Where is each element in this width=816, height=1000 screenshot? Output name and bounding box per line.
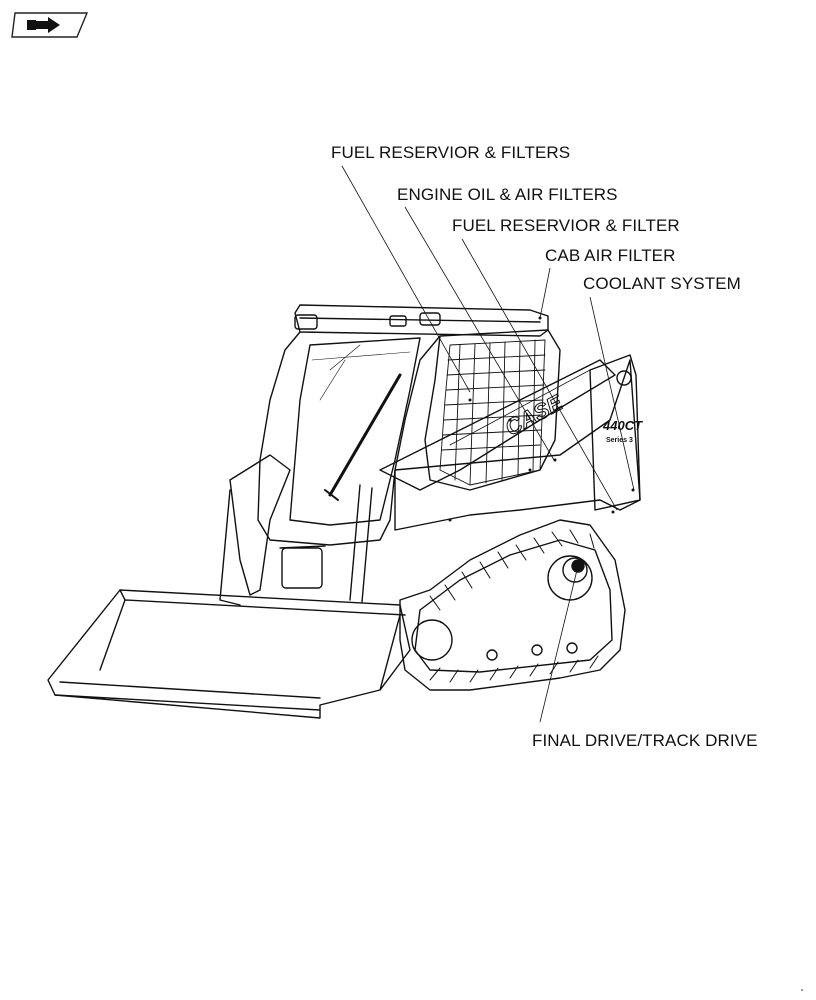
rivet-dots <box>448 316 635 522</box>
engine-box <box>281 547 323 589</box>
leader-fuel-reservoir-filters <box>341 165 471 393</box>
leader-fuel-reservoir-filter <box>461 238 618 511</box>
chassis-body <box>394 359 641 531</box>
rear-tower <box>589 354 641 511</box>
callout-final-drive-track-drive: FINAL DRIVE/TRACK DRIVE <box>532 731 758 750</box>
loader-arm-left <box>229 454 291 596</box>
leader-coolant-system <box>589 296 635 491</box>
nav-forward-button[interactable] <box>0 0 100 50</box>
series-badge: Series 3 <box>606 437 633 444</box>
leader-final-drive <box>539 569 578 723</box>
cab-light-left <box>294 314 318 330</box>
callout-coolant-system: COOLANT SYSTEM <box>583 274 741 293</box>
cab-frame <box>257 331 441 546</box>
forward-arrow-icon <box>11 12 89 38</box>
rear-grille-panel <box>424 329 561 491</box>
bucket <box>47 589 411 719</box>
cab-door-glass <box>289 337 421 526</box>
corner-mark <box>801 989 803 991</box>
hydraulic-cylinder <box>349 484 373 603</box>
leader-cab-air-filter <box>539 267 551 319</box>
callout-cab-air-filter: CAB AIR FILTER <box>545 246 676 265</box>
callout-engine-oil-air-filters: ENGINE OIL & AIR FILTERS <box>397 185 618 204</box>
model-badge: 440CT <box>602 418 643 433</box>
callout-fuel-reservoir-filters: FUEL RESERVIOR & FILTERS <box>331 143 571 162</box>
callout-fuel-reservoir-filter: FUEL RESERVIOR & FILTER <box>452 216 680 235</box>
loader-arm-right <box>379 359 616 491</box>
cab-light-right <box>419 312 441 326</box>
cab-roof <box>294 304 549 337</box>
leader-engine-oil-air-filters <box>404 206 555 461</box>
track-assembly <box>399 519 626 691</box>
